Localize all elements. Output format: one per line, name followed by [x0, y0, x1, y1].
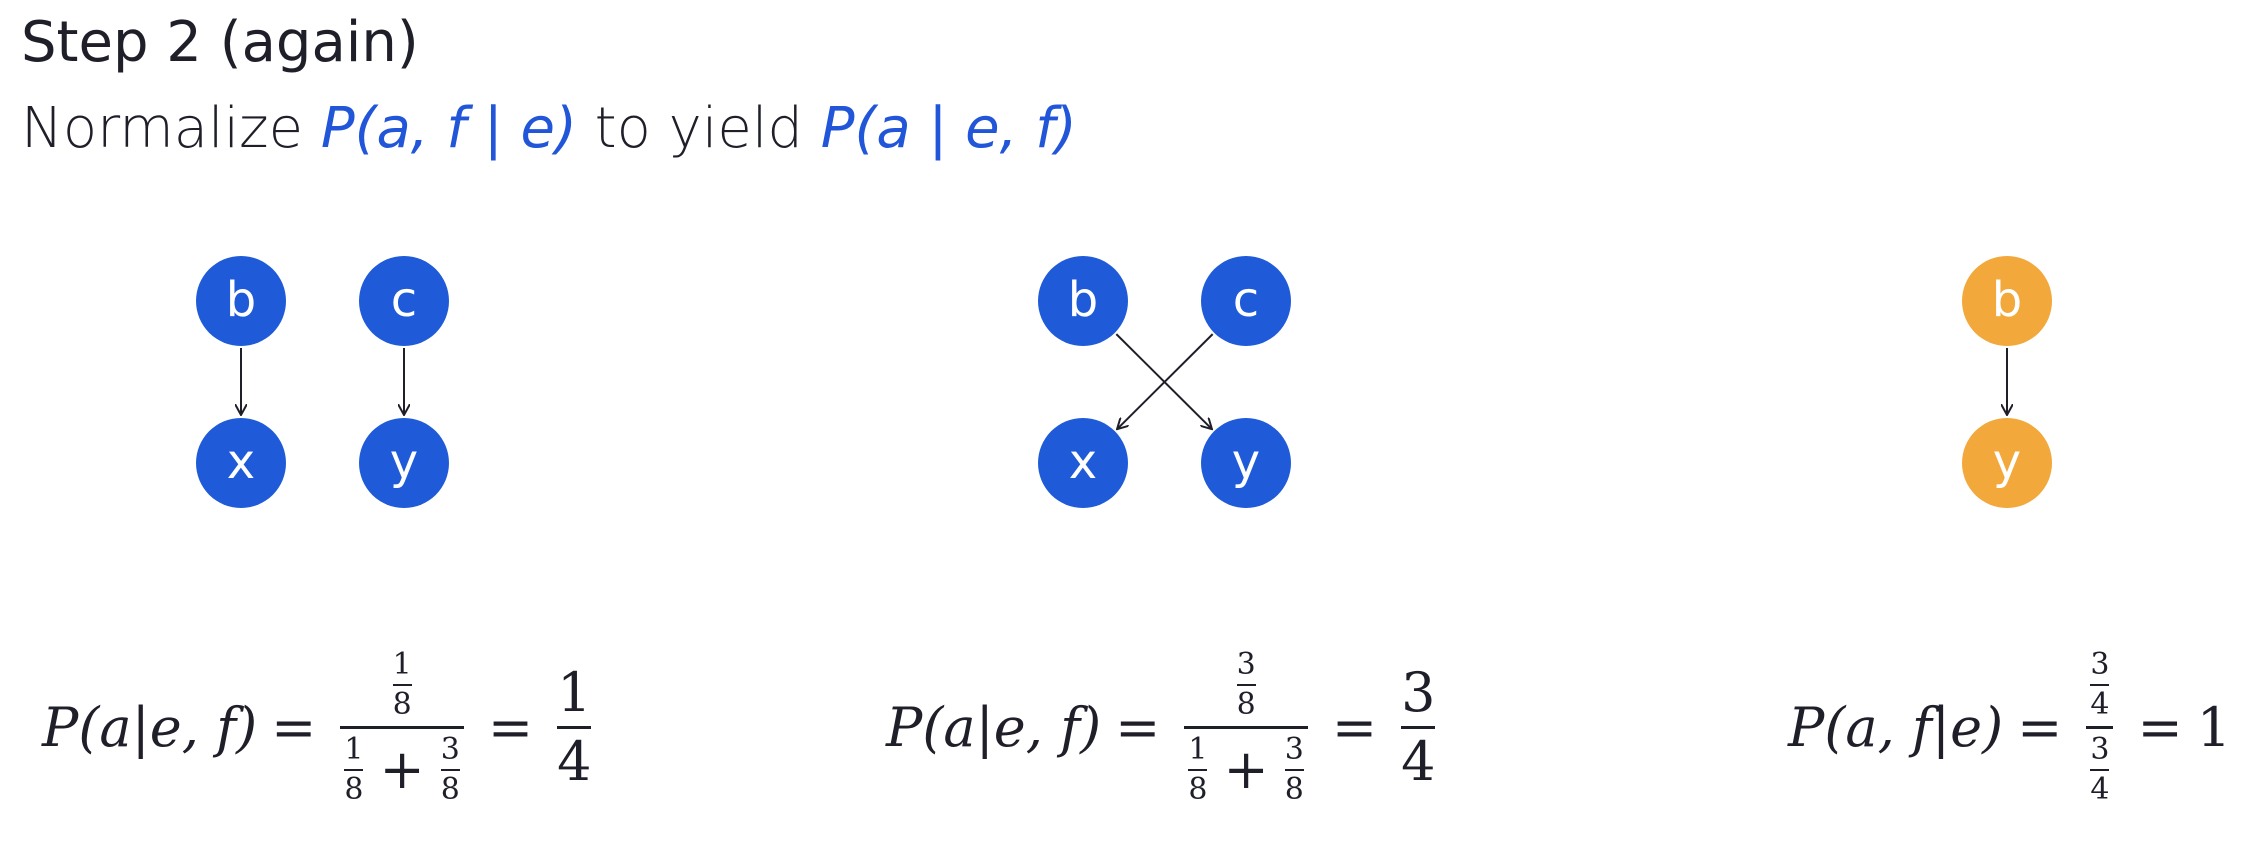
equals-sign: = — [2137, 696, 2183, 759]
graph-right-node-y: y — [1962, 418, 2052, 508]
fraction-numerator: 1 — [344, 732, 364, 767]
node-label: c — [391, 272, 417, 328]
subtitle-expr-conditional: P(a | e, f) — [820, 96, 1077, 161]
node-circle — [359, 256, 449, 346]
numerator-fraction: 3 8 — [1236, 647, 1256, 722]
fraction-numerator: 3 — [1284, 732, 1304, 767]
graph-left-node-x: x — [196, 418, 286, 508]
node-circle — [359, 418, 449, 508]
node-layer: b c x y b c x y b y — [196, 256, 2052, 508]
node-label: y — [390, 434, 418, 490]
equation-right: P(a, f|e) = 3 4 3 4 = 1 — [1788, 650, 2231, 805]
node-circle — [1962, 418, 2052, 508]
equals-sign: = — [1115, 696, 1161, 759]
fraction-numerator: 3 — [2090, 647, 2110, 682]
node-label: b — [1992, 272, 2022, 328]
equation-left: P(a|e, f) = 1 8 1 8 + 3 8 = 1 — [42, 650, 601, 805]
equation-right-lhs: P(a, f|e) — [1788, 696, 2004, 759]
fraction-denominator: 4 — [2090, 772, 2110, 807]
denominator-fraction-1: 1 8 — [344, 732, 364, 807]
node-circle — [1038, 418, 1128, 508]
result-numerator: 1 — [557, 661, 592, 724]
denominator-fraction: 3 4 — [2090, 732, 2110, 807]
node-label: b — [226, 272, 256, 328]
graph-middle-node-b: b — [1038, 256, 1128, 346]
node-label: y — [1232, 434, 1260, 490]
equals-sign: = — [1331, 696, 1378, 759]
fraction-numerator: 3 — [1236, 647, 1256, 682]
slide-title: Step 2 (again) — [21, 10, 419, 75]
equals-sign: = — [2017, 696, 2063, 759]
fraction-denominator: 8 — [344, 772, 364, 807]
node-circle — [1962, 256, 2052, 346]
node-circle — [1038, 256, 1128, 346]
equation-left-lhs: P(a|e, f) — [42, 696, 258, 759]
fraction-numerator: 3 — [440, 732, 460, 767]
equation-middle: P(a|e, f) = 3 8 1 8 + 3 8 = 3 — [886, 650, 1445, 805]
result-denominator: 4 — [1401, 730, 1436, 793]
plus-sign: + — [379, 738, 425, 801]
main-fraction: 3 8 1 8 + 3 8 — [1184, 647, 1308, 807]
node-label: y — [1993, 434, 2021, 490]
result-fraction: 3 4 — [1401, 661, 1436, 793]
node-label: x — [227, 434, 255, 490]
graph-middle-node-y: y — [1201, 418, 1291, 508]
result-numerator: 3 — [1401, 661, 1436, 724]
plus-sign: + — [1223, 738, 1269, 801]
fraction-denominator: 8 — [1188, 772, 1208, 807]
graph-right-node-b: b — [1962, 256, 2052, 346]
node-circle — [1201, 418, 1291, 508]
fraction-numerator: 1 — [1188, 732, 1208, 767]
fraction-denominator: 8 — [1236, 687, 1256, 722]
numerator-fraction: 1 8 — [392, 647, 412, 722]
graph-middle-node-x: x — [1038, 418, 1128, 508]
main-fraction: 1 8 1 8 + 3 8 — [340, 647, 464, 807]
fraction-numerator: 1 — [392, 647, 412, 682]
graph-left-node-b: b — [196, 256, 286, 346]
fraction-denominator: 8 — [440, 772, 460, 807]
node-label: b — [1068, 272, 1098, 328]
equation-middle-lhs: P(a|e, f) — [886, 696, 1102, 759]
denominator-fraction-1: 1 8 — [1188, 732, 1208, 807]
main-fraction: 3 4 3 4 — [2086, 647, 2114, 807]
numerator-fraction: 3 4 — [2090, 647, 2110, 722]
result-fraction: 1 4 — [557, 661, 592, 793]
equals-sign: = — [487, 696, 534, 759]
graph-middle-node-c: c — [1201, 256, 1291, 346]
fraction-denominator: 8 — [392, 687, 412, 722]
denominator-fraction-2: 3 8 — [1284, 732, 1304, 807]
subtitle-middle: to yield — [576, 96, 821, 161]
result-denominator: 4 — [557, 730, 592, 793]
subtitle-prefix: Normalize — [21, 96, 321, 161]
node-circle — [196, 256, 286, 346]
subtitle-expr-joint: P(a, f | e) — [320, 96, 577, 161]
graph-left-node-c: c — [359, 256, 449, 346]
denominator-fraction-2: 3 8 — [440, 732, 460, 807]
fraction-denominator: 4 — [2090, 687, 2110, 722]
node-label: c — [1233, 272, 1259, 328]
node-circle — [1201, 256, 1291, 346]
fraction-denominator: 8 — [1284, 772, 1304, 807]
graph-left-node-y: y — [359, 418, 449, 508]
graph-middle-edge-c-x — [1117, 333, 1214, 429]
result-value: 1 — [2196, 696, 2232, 759]
slide-subtitle: Normalize P(a, f | e) to yield P(a | e, … — [21, 96, 1077, 162]
node-circle — [196, 418, 286, 508]
fraction-numerator: 3 — [2090, 732, 2110, 767]
node-label: x — [1069, 434, 1097, 490]
equals-sign: = — [271, 696, 317, 759]
edge-layer — [241, 333, 2007, 429]
